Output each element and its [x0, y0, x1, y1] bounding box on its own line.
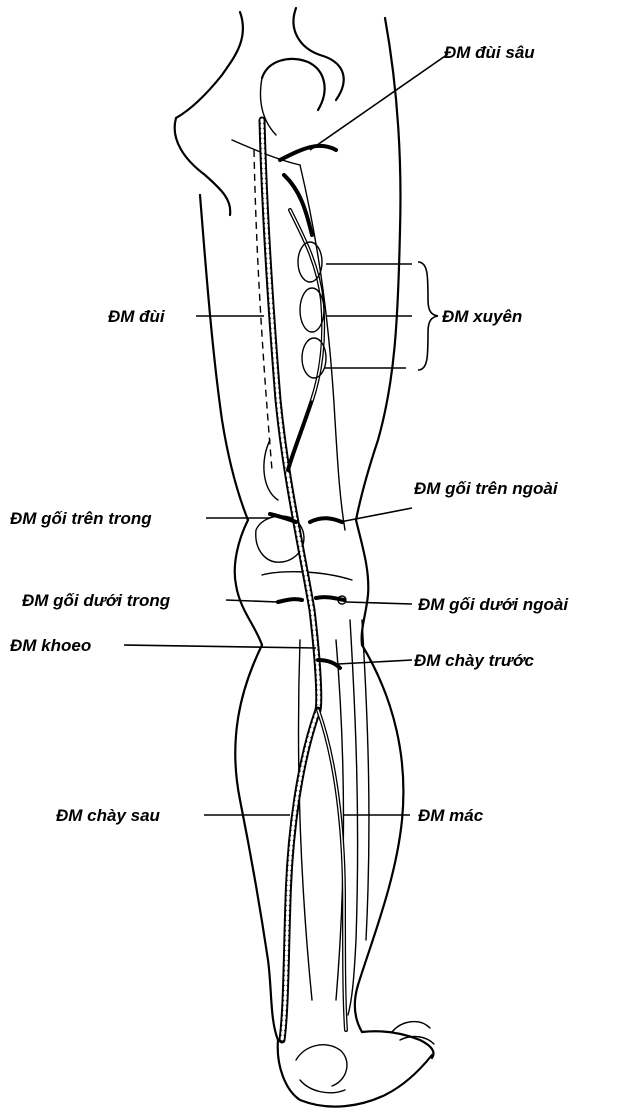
label-deep-femoral: ĐM đùi sâu [444, 43, 535, 62]
label-popliteal: ĐM khoeo [10, 636, 91, 655]
leader-popliteal [124, 645, 316, 648]
label-inf-lateral-genicular: ĐM gối dưới ngoài [418, 595, 569, 614]
label-anterior-tibial: ĐM chày trước [414, 651, 534, 670]
label-sup-medial-genicular: ĐM gối trên trong [10, 509, 152, 528]
label-perforating: ĐM xuyên [442, 307, 522, 326]
bones [232, 140, 369, 1015]
label-inf-medial-genicular: ĐM gối dưới trong [22, 591, 171, 610]
label-posterior-tibial: ĐM chày sau [56, 806, 161, 825]
leader-inf-medial-genicular [226, 600, 278, 602]
leader-anterior-tibial [338, 660, 412, 664]
perforating-brace [418, 262, 438, 370]
leader-sup-lateral-genicular [340, 508, 412, 522]
leader-inf-lateral-genicular [346, 602, 412, 604]
label-peroneal: ĐM mác [418, 806, 484, 825]
label-sup-lateral-genicular: ĐM gối trên ngoài [414, 479, 559, 498]
labels: ĐM đùi sâu ĐM đùi ĐM xuyên ĐM gối trên n… [10, 43, 569, 825]
label-femoral: ĐM đùi [108, 307, 166, 326]
leader-deep-femoral [310, 54, 448, 150]
